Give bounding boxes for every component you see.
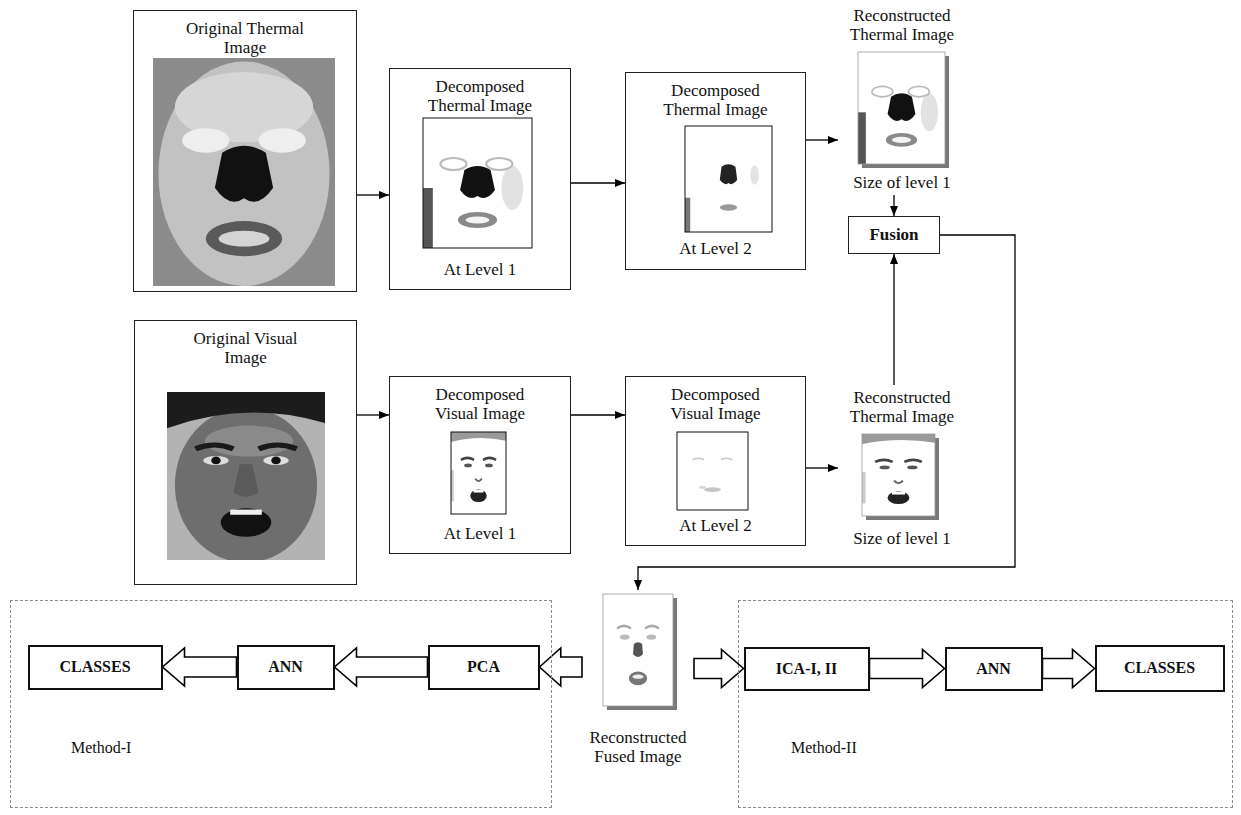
- panel-title: At Level 1: [444, 524, 517, 543]
- image-frame: [685, 126, 772, 232]
- captioned-image: Reconstructed Thermal ImageSize of level…: [838, 6, 966, 192]
- panel-title: Decomposed Visual Image: [653, 385, 778, 423]
- decomposed-visual-image: [451, 432, 506, 514]
- image-panel: Original Thermal Image: [133, 10, 357, 292]
- block-arrow: [870, 650, 945, 688]
- method-region: Method-I CLASSES ANN PCA: [10, 600, 552, 808]
- image-frame: [858, 52, 945, 164]
- thermal-face-image: [153, 58, 335, 286]
- panel-title: At Level 2: [679, 516, 752, 535]
- image-caption: Reconstructed Thermal Image: [840, 6, 964, 44]
- image-caption: Reconstructed Thermal Image: [840, 388, 964, 426]
- reconstructed-visual-image: [862, 434, 935, 516]
- image-frame: [603, 594, 673, 706]
- block-arrow: [540, 648, 583, 686]
- image-frame: [423, 118, 532, 248]
- image-frame: [451, 432, 506, 514]
- decomposed-thermal-image: [423, 118, 532, 248]
- panel-title: Decomposed Thermal Image: [418, 77, 543, 115]
- image-panel: Decomposed Visual Image At Level 2: [625, 376, 806, 546]
- image-panel: Decomposed Thermal Image At Level 2: [625, 72, 806, 270]
- panel-title: At Level 1: [444, 260, 517, 279]
- decomposed-thermal-image: [685, 126, 772, 232]
- visual-face-image: [167, 392, 325, 563]
- decomposed-visual-image: [677, 432, 748, 510]
- block-arrow: [1043, 650, 1095, 688]
- reconstructed-thermal-image: [858, 52, 945, 164]
- captioned-image: Reconstructed Thermal ImageSize of level…: [838, 388, 966, 548]
- flow-arrow: [357, 194, 389, 195]
- flow-arrow: [638, 235, 1015, 590]
- block-arrow: [335, 648, 428, 686]
- fused-image: [603, 594, 673, 706]
- image-panel: Original Visual Image: [134, 320, 357, 585]
- panel-title: Original Thermal Image: [175, 19, 315, 57]
- box-label: ANN: [976, 660, 1011, 678]
- method-region: Method-II ICA-I, II ANN CLASSES: [738, 600, 1233, 808]
- method-label: Method-II: [791, 739, 857, 757]
- process-box: PCA: [428, 645, 540, 690]
- block-arrow: [694, 650, 744, 688]
- flow-arrow: [806, 467, 838, 468]
- image-panel: Decomposed Thermal Image At Level 1: [389, 68, 571, 290]
- box-label: Fusion: [869, 225, 918, 244]
- flow-arrow: [571, 182, 625, 183]
- flow-arrow: [357, 414, 389, 415]
- process-box: ANN: [945, 647, 1043, 691]
- process-box: CLASSES: [1095, 645, 1225, 692]
- panel-title: Decomposed Visual Image: [418, 385, 543, 423]
- box-label: ANN: [268, 658, 303, 676]
- method-label: Method-I: [71, 739, 131, 757]
- image-panel: Decomposed Visual Image At Level 1: [389, 376, 571, 554]
- image-frame: [862, 434, 935, 516]
- process-box: CLASSES: [28, 645, 163, 690]
- process-box: ICA-I, II: [744, 647, 870, 691]
- image-frame: [677, 432, 748, 510]
- captioned-image: Reconstructed Fused Image: [582, 590, 694, 766]
- image-caption: Reconstructed Fused Image: [584, 728, 692, 766]
- box-label: PCA: [467, 658, 500, 676]
- box-label: CLASSES: [1124, 659, 1195, 677]
- flow-arrow: [893, 195, 894, 216]
- flow-arrow: [806, 139, 838, 140]
- panel-title: Original Visual Image: [176, 329, 316, 367]
- block-arrow: [163, 648, 237, 686]
- flow-arrow: [571, 414, 625, 415]
- flow-arrow: [893, 254, 894, 385]
- box-label: ICA-I, II: [776, 660, 837, 678]
- box-label: CLASSES: [59, 658, 130, 676]
- image-caption: Size of level 1: [853, 173, 951, 192]
- panel-title: At Level 2: [679, 239, 752, 258]
- fusion-box: Fusion: [848, 216, 940, 254]
- process-box: ANN: [237, 645, 335, 690]
- panel-title: Decomposed Thermal Image: [653, 81, 778, 119]
- image-caption: Size of level 1: [853, 529, 951, 548]
